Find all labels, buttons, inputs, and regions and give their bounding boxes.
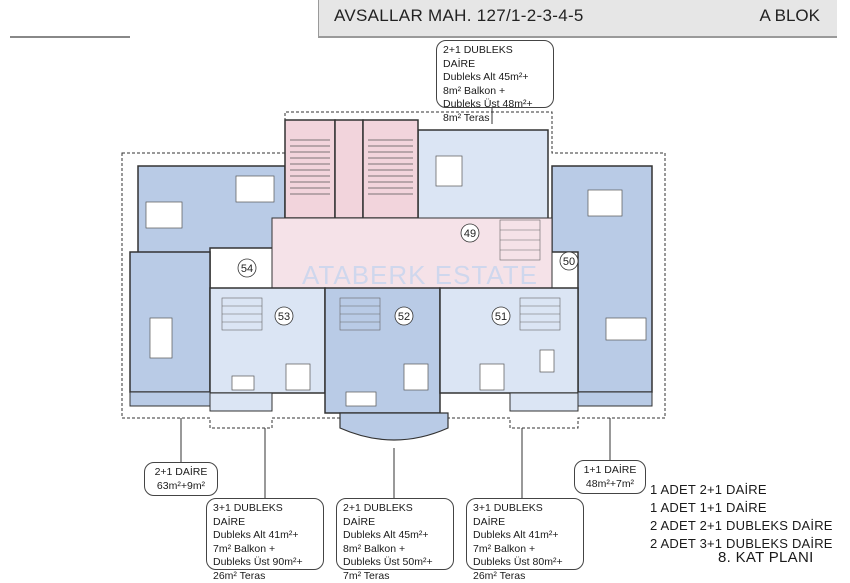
- info-line: 2+1 DUBLEKS DAİRE: [343, 502, 447, 529]
- unit-53-number: 53: [278, 311, 290, 323]
- info-line: 7m² Teras: [343, 570, 447, 583]
- info-line: 26m² Teras: [213, 570, 317, 583]
- info-box-right: 1+1 DAİRE 48m²+7m²: [574, 460, 646, 494]
- info-line: Dubleks Alt 41m²+: [213, 529, 317, 543]
- info-line: 3+1 DUBLEKS DAİRE: [473, 502, 577, 529]
- info-line: 3+1 DUBLEKS DAİRE: [213, 502, 317, 529]
- info-line: Dubleks Alt 41m²+: [473, 529, 577, 543]
- unit-54-number: 54: [241, 263, 253, 275]
- balcony-left: [130, 392, 210, 406]
- unit-50-number: 50: [563, 256, 575, 268]
- info-line: 8m² Balkon +: [343, 543, 447, 557]
- info-line: 63m²+9m²: [151, 480, 211, 494]
- info-line: 7m² Balkon +: [473, 543, 577, 557]
- info-box-left: 2+1 DAİRE 63m²+9m²: [144, 462, 218, 496]
- balcony-round: [340, 413, 448, 440]
- info-line: Dubleks Üst 90m²+: [213, 556, 317, 570]
- info-line: 48m²+7m²: [581, 478, 639, 492]
- unit-52-area: [325, 288, 440, 413]
- info-line: 8m² Balkon +: [443, 85, 547, 99]
- balcony-right: [578, 392, 652, 406]
- unit-52-number: 52: [398, 311, 410, 323]
- info-line: 7m² Balkon +: [213, 543, 317, 557]
- info-line: Dubleks Alt 45m²+: [343, 529, 447, 543]
- unit-51-number: 51: [495, 311, 507, 323]
- summary-line: 1 ADET 1+1 DAİRE: [650, 499, 833, 517]
- info-line: Dubleks Üst 48m²+: [443, 98, 547, 112]
- info-line: 8m² Teras: [443, 112, 547, 126]
- balcony-53: [210, 393, 272, 411]
- plan-title: 8. KAT PLANI: [718, 549, 814, 566]
- info-box-bottom-mid: 2+1 DUBLEKS DAİRE Dubleks Alt 45m²+ 8m² …: [336, 498, 454, 570]
- info-box-top: 2+1 DUBLEKS DAİRE Dubleks Alt 45m²+ 8m² …: [436, 40, 554, 108]
- info-line: Dubleks Üst 50m²+: [343, 556, 447, 570]
- unit-summary: 1 ADET 2+1 DAİRE 1 ADET 1+1 DAİRE 2 ADET…: [650, 481, 833, 553]
- unit-51-area: [440, 288, 578, 393]
- watermark-text: ATABERK ESTATE: [302, 260, 538, 290]
- info-line: 1+1 DAİRE: [581, 464, 639, 478]
- core-stair-right: [363, 120, 418, 218]
- info-line: 26m² Teras: [473, 570, 577, 583]
- info-line: 2+1 DAİRE: [151, 466, 211, 480]
- info-line: Dubleks Alt 45m²+: [443, 71, 547, 85]
- core-elevator: [335, 120, 363, 218]
- info-box-bottom-left: 3+1 DUBLEKS DAİRE Dubleks Alt 41m²+ 7m² …: [206, 498, 324, 570]
- summary-line: 2 ADET 2+1 DUBLEKS DAİRE: [650, 517, 833, 535]
- unit-49-number: 49: [464, 228, 476, 240]
- core-stair-left: [285, 120, 335, 218]
- balcony-51: [510, 393, 578, 411]
- info-line: Dubleks Üst 80m²+: [473, 556, 577, 570]
- info-line: 2+1 DUBLEKS DAİRE: [443, 44, 547, 71]
- summary-line: 1 ADET 2+1 DAİRE: [650, 481, 833, 499]
- info-box-bottom-right: 3+1 DUBLEKS DAİRE Dubleks Alt 41m²+ 7m² …: [466, 498, 584, 570]
